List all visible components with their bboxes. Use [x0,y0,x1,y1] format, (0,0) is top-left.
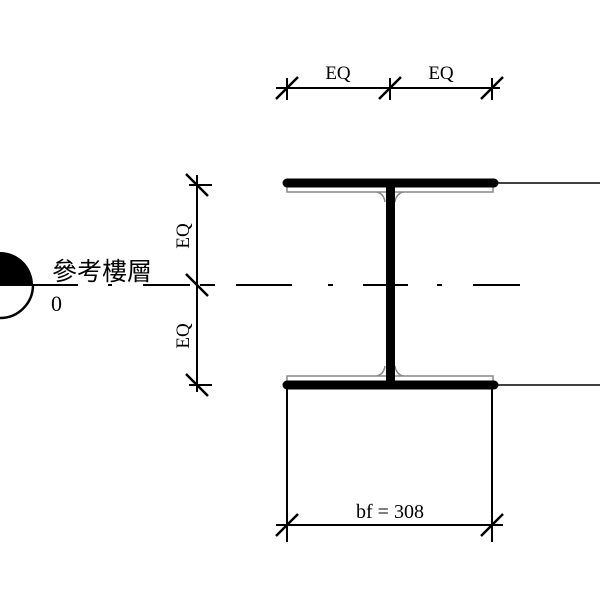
flange-width-label: bf = 308 [356,501,424,523]
level-marker-symbol [0,252,35,320]
vertical-dimension [185,173,212,397]
top-dim-right-label: EQ [428,63,454,84]
i-beam-section [282,178,600,390]
top-dim-left-label: EQ [325,63,351,84]
top-dimension [275,76,504,100]
bottom-dimension [275,389,504,542]
level-label: 參考樓層 [52,257,152,286]
vertical-dim-upper-label: EQ [173,223,194,249]
level-value: 0 [51,291,62,316]
vertical-dim-lower-label: EQ [173,323,194,349]
